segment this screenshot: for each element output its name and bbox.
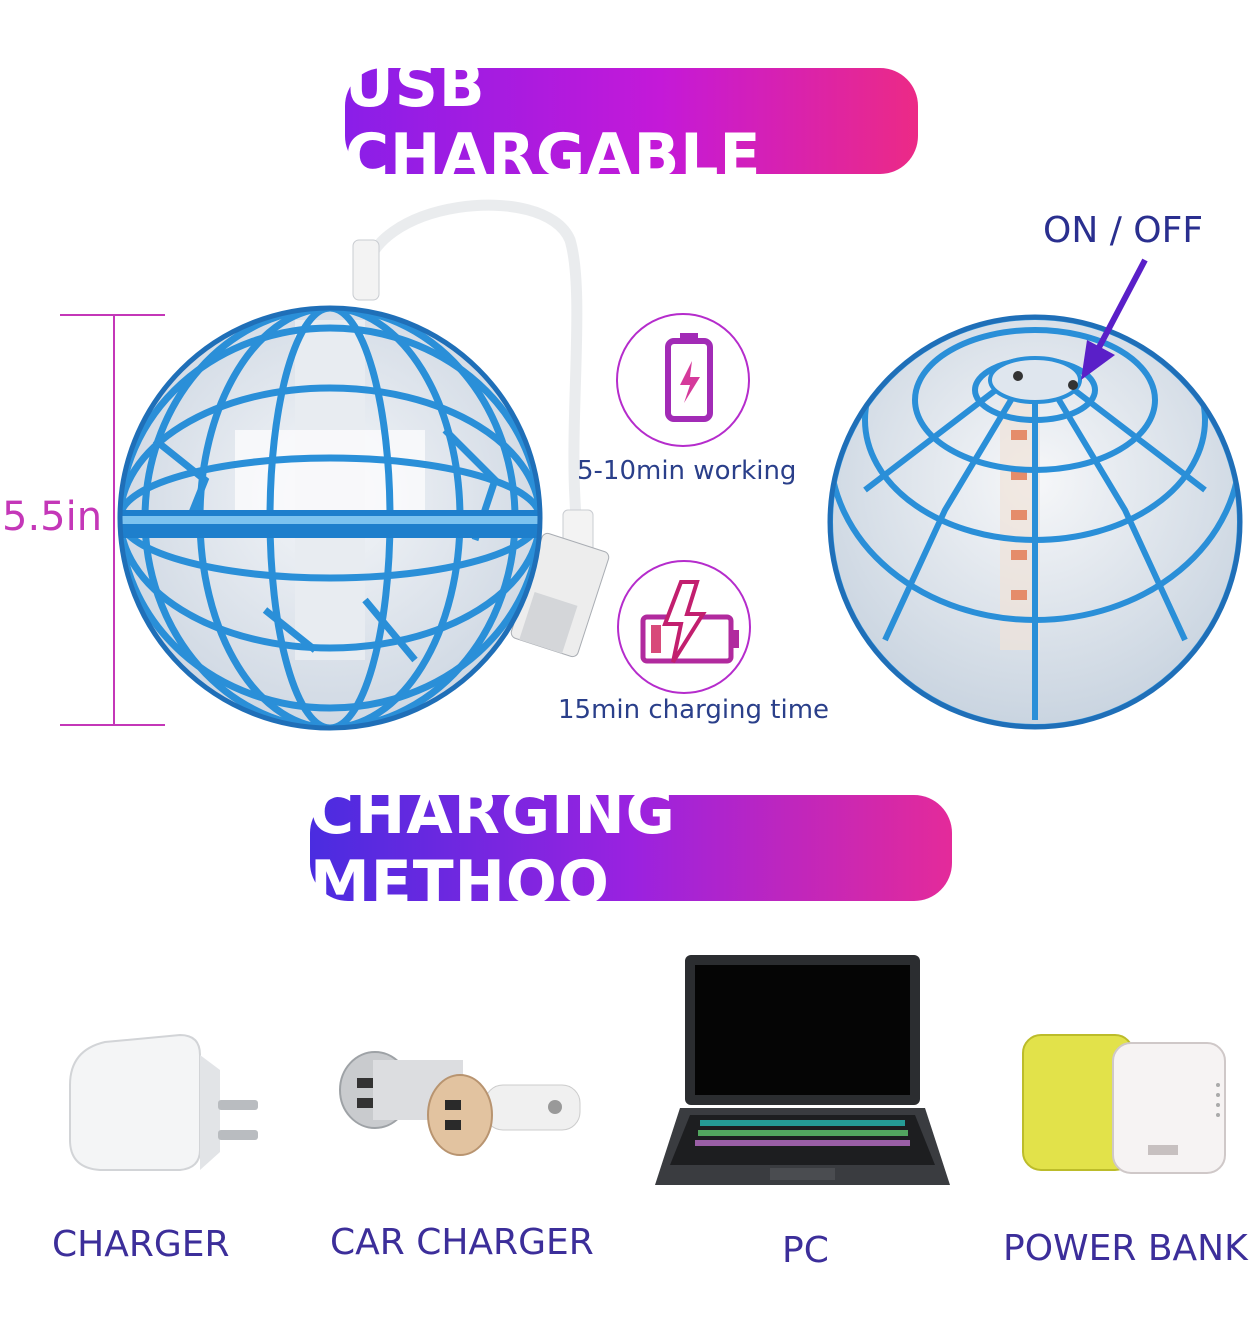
flying-ball-with-cable-image [117,199,610,731]
car-charger-icon [339,1051,581,1156]
battery-icon [665,333,713,422]
charger-label: CHARGER [52,1224,230,1265]
charging-feature-circle [617,560,751,694]
laptop-icon [655,955,950,1185]
charging-battery-icon [640,580,739,664]
arrow-icon [1081,258,1148,380]
battery-feature-circle [616,313,750,447]
working-time-label: 5-10min working [577,456,797,486]
charging-method-banner: CHARGING METHOO [310,778,952,918]
wall-charger-icon [69,1033,258,1171]
dimension-label: 5.5in [0,494,105,540]
dimension-ruler [60,314,165,726]
power-bank-icon [1022,1034,1226,1174]
charging-time-label: 15min charging time [558,695,830,725]
power-bank-label: POWER BANK [1003,1228,1248,1269]
pc-label: PC [782,1230,829,1271]
usb-chargable-banner: USB CHARGABLE [345,51,918,191]
car-charger-label: CAR CHARGER [330,1222,594,1263]
on-off-label: ON / OFF [1043,210,1204,251]
flying-ball-top-view-image [827,314,1243,730]
